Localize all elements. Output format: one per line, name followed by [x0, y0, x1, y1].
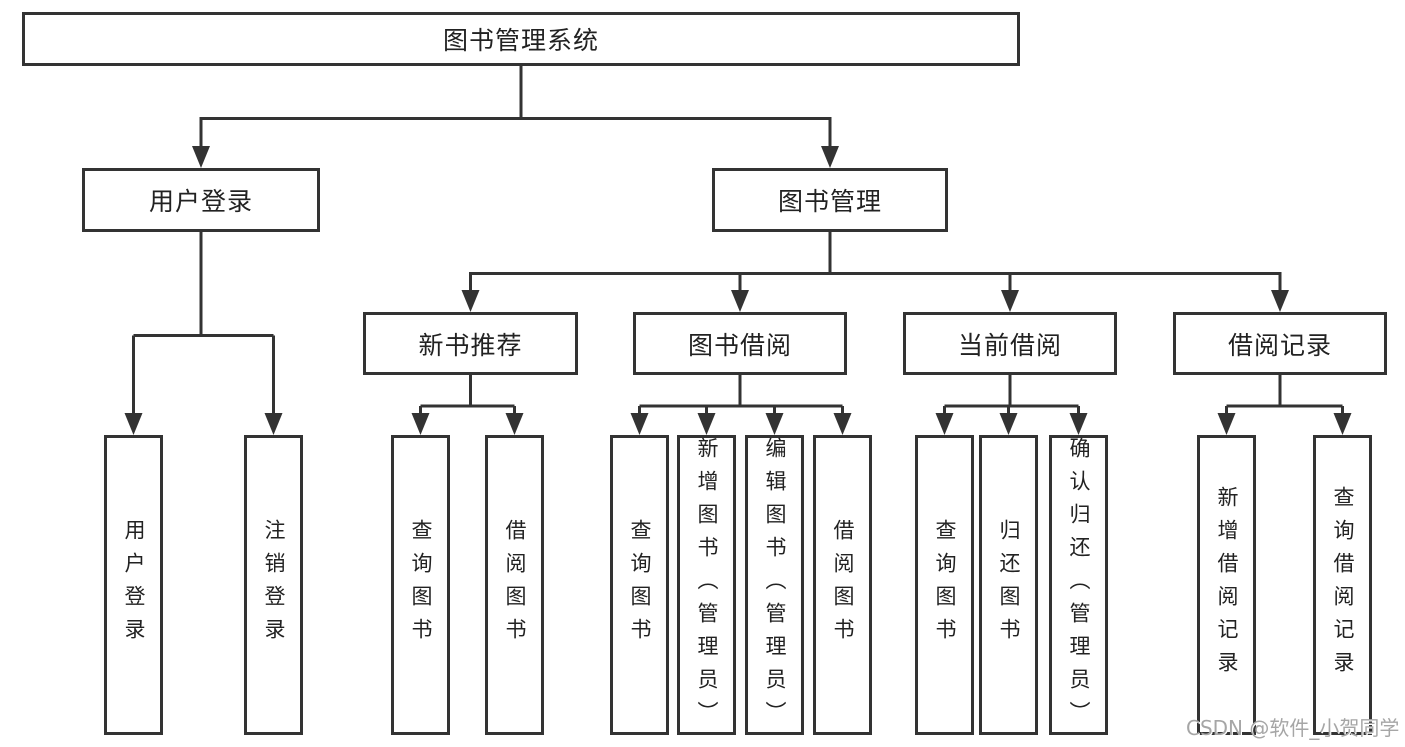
node-new-book-recommend-label: 新书推荐 — [418, 330, 523, 360]
edge-new-book-recommend — [419, 374, 516, 418]
edge-current-borrow — [943, 374, 1080, 418]
node-book-borrow: 图书借阅 — [633, 312, 847, 375]
csdn-watermark: CSDN @软件_小贺同学 — [1186, 716, 1400, 740]
leaf-bb-edit-books-admin: 编辑图书（管理员） — [745, 435, 804, 735]
leaf-label: 新增借阅记录 — [1215, 486, 1239, 684]
arrow-down-icon — [192, 146, 210, 168]
edge-book-borrow — [638, 374, 844, 418]
node-borrow-records-label: 借阅记录 — [1227, 330, 1332, 360]
leaf-logout: 注销登录 — [244, 435, 303, 735]
leaf-br-add-record: 新增借阅记录 — [1197, 435, 1256, 735]
leaf-label: 注销登录 — [262, 519, 286, 651]
node-user-login-label: 用户登录 — [148, 187, 253, 216]
node-book-management: 图书管理 — [712, 168, 948, 232]
arrow-down-icon — [833, 413, 852, 435]
leaf-label: 查询图书 — [628, 519, 652, 651]
leaf-bb-add-books-admin: 新增图书（管理员） — [677, 435, 736, 735]
leaf-cb-confirm-return-admin: 确认归还（管理员） — [1049, 435, 1108, 735]
leaf-label: 借阅图书 — [503, 519, 527, 651]
node-root: 图书管理系统 — [22, 12, 1020, 66]
leaf-label: 确认归还（管理员） — [1067, 436, 1091, 734]
arrowheads — [124, 146, 1352, 435]
tree-edges — [132, 66, 1344, 418]
leaf-label: 查询图书 — [409, 519, 433, 651]
leaf-bb-borrow-books: 借阅图书 — [813, 435, 872, 735]
leaf-nb-borrow-books: 借阅图书 — [485, 435, 544, 735]
node-borrow-records: 借阅记录 — [1173, 312, 1387, 375]
arrow-down-icon — [1271, 290, 1289, 312]
leaf-label: 用户登录 — [122, 519, 146, 651]
leaf-label: 查询图书 — [933, 519, 957, 651]
node-book-management-label: 图书管理 — [777, 187, 882, 216]
arrow-down-icon — [505, 413, 524, 435]
arrow-down-icon — [765, 413, 784, 435]
leaf-label: 编辑图书（管理员） — [763, 436, 787, 734]
node-current-borrow-label: 当前借阅 — [957, 330, 1062, 360]
leaf-cb-return-books: 归还图书 — [979, 435, 1038, 735]
node-new-book-recommend: 新书推荐 — [363, 312, 578, 375]
leaf-user-login: 用户登录 — [104, 435, 163, 735]
arrow-down-icon — [1001, 290, 1019, 312]
leaf-label: 新增图书（管理员） — [695, 436, 719, 734]
leaf-label: 查询借阅记录 — [1331, 486, 1355, 684]
leaf-bb-query-books: 查询图书 — [610, 435, 669, 735]
leaf-nb-query-books: 查询图书 — [391, 435, 450, 735]
edge-borrow-records — [1225, 374, 1344, 418]
edge-root — [199, 66, 832, 150]
leaf-cb-query-books: 查询图书 — [915, 435, 974, 735]
leaf-br-query-record: 查询借阅记录 — [1313, 435, 1372, 735]
leaf-label: 借阅图书 — [831, 519, 855, 651]
arrow-down-icon — [124, 413, 143, 435]
arrow-down-icon — [1069, 413, 1088, 435]
node-book-borrow-label: 图书借阅 — [687, 330, 792, 360]
node-root-label: 图书管理系统 — [442, 26, 599, 55]
arrow-down-icon — [731, 290, 749, 312]
leaf-label: 归还图书 — [997, 519, 1021, 651]
arrow-down-icon — [411, 413, 430, 435]
arrow-down-icon — [697, 413, 716, 435]
edge-book-management — [469, 232, 1282, 294]
node-current-borrow: 当前借阅 — [903, 312, 1117, 375]
arrow-down-icon — [461, 290, 480, 312]
arrow-down-icon — [935, 413, 954, 435]
node-user-login: 用户登录 — [82, 168, 320, 232]
edge-user-login — [132, 232, 275, 418]
arrow-down-icon — [821, 146, 839, 168]
arrow-down-icon — [1217, 413, 1236, 435]
arrow-down-icon — [630, 413, 649, 435]
arrow-down-icon — [264, 413, 283, 435]
arrow-down-icon — [1333, 413, 1352, 435]
arrow-down-icon — [999, 413, 1018, 435]
